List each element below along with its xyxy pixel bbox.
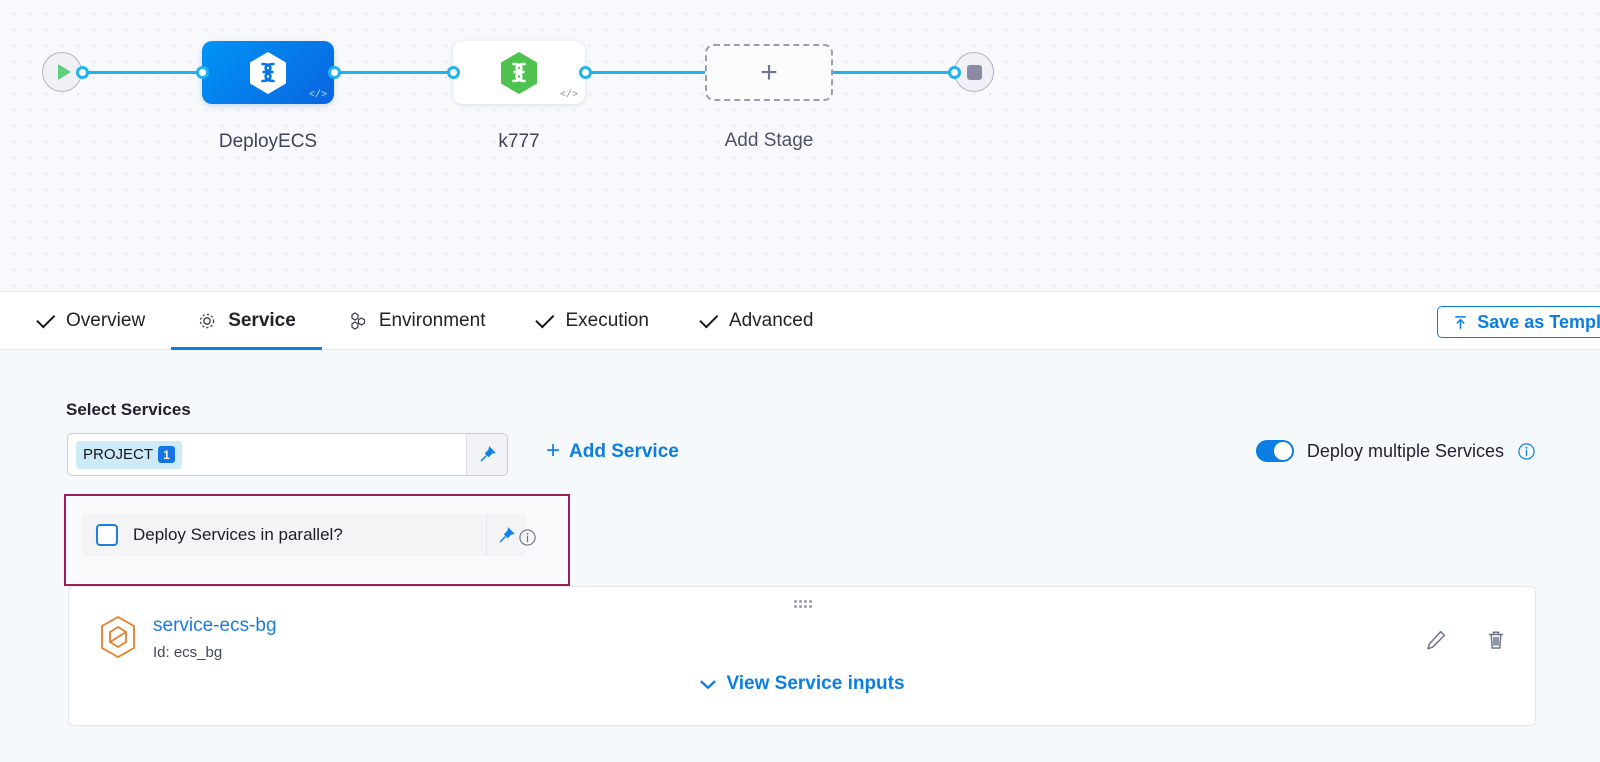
tab-label: Overview [66, 309, 146, 331]
check-icon [535, 308, 555, 328]
stage-code-icon[interactable]: </> [308, 90, 327, 101]
stage-label-deployecs: DeployECS [218, 131, 318, 152]
connector-start-to-stage1 [82, 71, 206, 74]
tab-advanced[interactable]: Advanced [675, 292, 840, 349]
view-service-inputs-button[interactable]: View Service inputs [699, 673, 905, 695]
tag-count-badge: 1 [158, 446, 176, 463]
tab-overview[interactable]: Overview [0, 292, 171, 349]
pipeline-stage-deployecs[interactable]: </> [202, 41, 334, 104]
deploy-multiple-services-row[interactable]: Deploy multiple Services [1255, 440, 1536, 462]
plus-icon: + [760, 55, 778, 89]
pencil-icon[interactable] [1425, 629, 1447, 651]
service-hexagon-icon [101, 615, 135, 659]
deploy-parallel-label: Deploy Services in parallel? [133, 525, 343, 544]
canvas-divider [0, 291, 1600, 292]
connector-stage1-to-stage2 [334, 71, 458, 74]
drag-handle-icon[interactable] [794, 600, 812, 611]
stage-code-icon[interactable]: </> [559, 90, 578, 101]
add-service-button[interactable]: + Add Service [546, 437, 679, 464]
trash-icon[interactable] [1485, 629, 1507, 651]
port-stage1-out[interactable] [328, 66, 341, 79]
infrastructure-icon [348, 311, 368, 331]
pipeline-canvas[interactable]: </> DeployECS </> k777 + Add Stage [0, 0, 1600, 292]
check-icon [699, 308, 719, 328]
service-card-actions [1425, 629, 1507, 651]
deploy-parallel-pin-button[interactable] [486, 514, 526, 556]
connector-stage2-to-addstage [585, 71, 709, 74]
play-icon [57, 64, 71, 80]
tab-label: Service [228, 309, 296, 331]
deploy-multiple-services-toggle[interactable] [1255, 440, 1294, 462]
deploy-multiple-services-label: Deploy multiple Services [1306, 440, 1504, 461]
info-icon[interactable] [1517, 442, 1536, 461]
plus-icon: + [546, 437, 561, 464]
port-stage2-in[interactable] [447, 66, 460, 79]
connector-addstage-to-end [830, 71, 960, 74]
pin-icon [480, 446, 496, 462]
port-stage2-out[interactable] [579, 66, 592, 79]
tag-label: PROJECT [83, 446, 154, 463]
pin-icon [499, 526, 515, 542]
tab-label: Advanced [728, 309, 814, 331]
services-pin-button[interactable] [466, 434, 507, 475]
tab-label: Environment [378, 309, 486, 331]
pipeline-stage-k777[interactable]: </> [453, 41, 585, 104]
deploy-parallel-info-icon[interactable] [518, 528, 537, 547]
service-card-main: service-ecs-bg Id: ecs_bg [99, 615, 277, 661]
services-field[interactable]: PROJECT 1 [68, 434, 466, 475]
port-end-in[interactable] [948, 66, 961, 79]
deploy-parallel-checkbox[interactable] [96, 524, 118, 546]
add-service-label: Add Service [569, 441, 679, 462]
tab-label: Execution [565, 309, 649, 331]
save-button-label: Save as Template [1477, 311, 1600, 332]
port-start-out[interactable] [76, 66, 89, 79]
selected-service-tag[interactable]: PROJECT 1 [76, 440, 183, 469]
select-services-label: Select Services [66, 400, 191, 419]
service-name-link[interactable]: service-ecs-bg [153, 615, 277, 636]
gear-icon [197, 311, 217, 331]
pipeline-start-node[interactable] [42, 52, 82, 92]
harness-hexagon-icon [501, 51, 537, 94]
view-service-inputs-label: View Service inputs [726, 673, 905, 694]
export-icon [1455, 315, 1467, 329]
save-as-template-button[interactable]: Save as Template [1437, 306, 1600, 338]
check-icon [36, 308, 56, 328]
stage-label-k777: k777 [498, 131, 540, 152]
toggle-knob [1273, 442, 1292, 460]
service-card[interactable]: service-ecs-bg Id: ecs_bg View Service i… [68, 586, 1536, 726]
deploy-parallel-highlight-box: Deploy Services in parallel? [64, 494, 570, 586]
tab-service[interactable]: Service [171, 292, 322, 350]
chevron-down-icon [700, 680, 716, 689]
add-stage-button[interactable]: + [705, 44, 833, 101]
port-stage1-in[interactable] [196, 66, 209, 79]
harness-hexagon-icon [250, 51, 286, 94]
select-services-input[interactable]: PROJECT 1 [67, 433, 508, 476]
service-id-text: Id: ecs_bg [153, 643, 223, 661]
deploy-parallel-row[interactable]: Deploy Services in parallel? [82, 514, 526, 556]
tab-environment[interactable]: Environment [322, 292, 512, 349]
stage-tab-bar: Overview Service Environment [0, 292, 1600, 350]
stop-icon [966, 64, 982, 80]
tab-execution[interactable]: Execution [511, 292, 674, 349]
add-stage-label: Add Stage [724, 130, 814, 151]
